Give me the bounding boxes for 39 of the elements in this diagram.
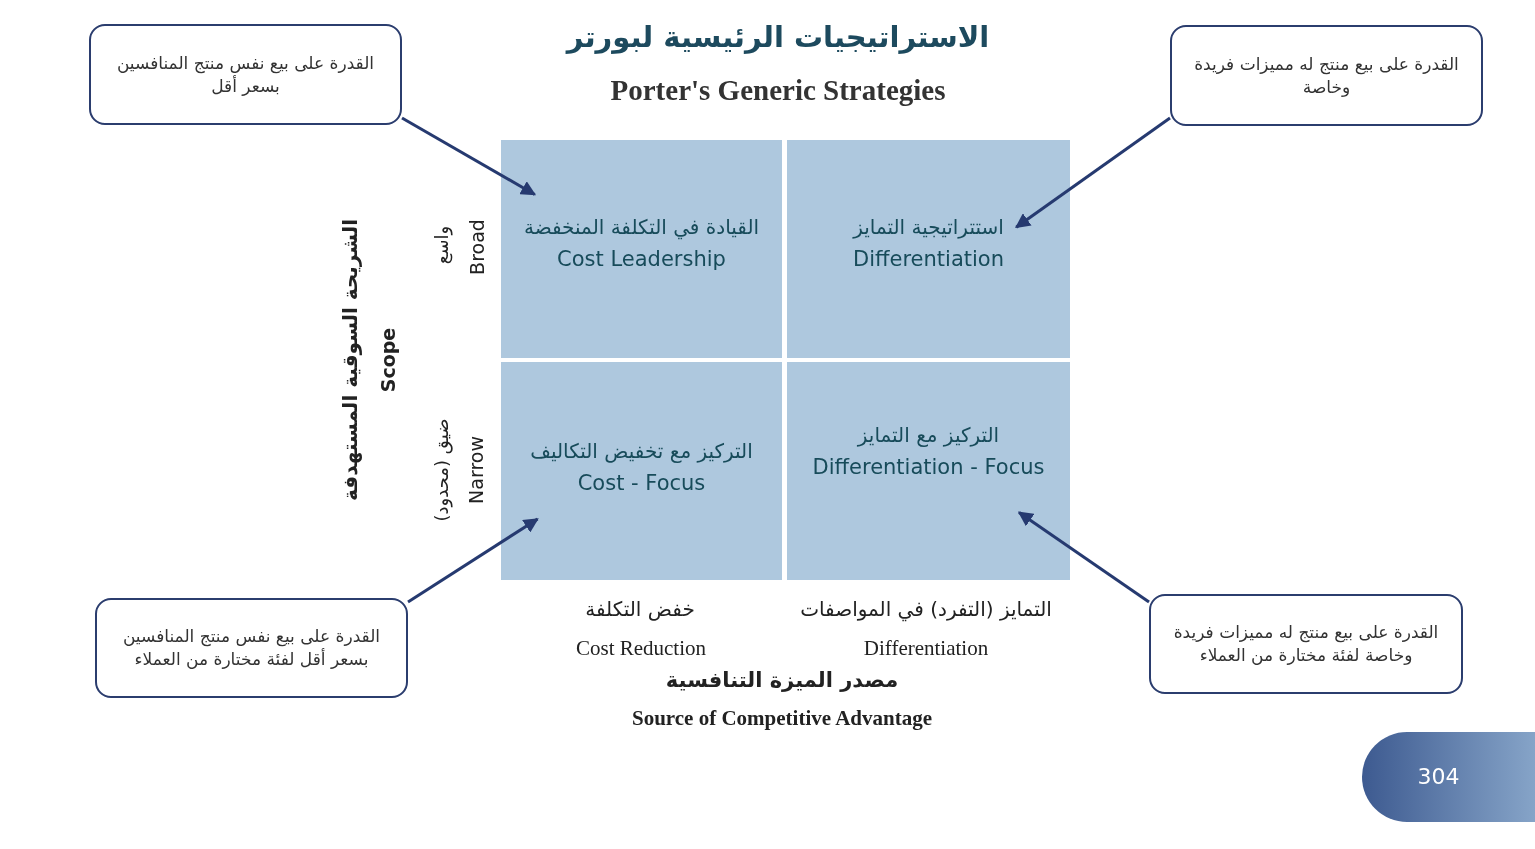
strategy-name-arabic: التركيز مع تخفيض التكاليف xyxy=(530,438,753,465)
axis-label: خفض التكلفة xyxy=(585,597,695,621)
axis-label: واسع xyxy=(430,225,452,265)
strategy-quadrant xyxy=(787,362,1070,580)
axis-title: Scope xyxy=(377,327,399,393)
strategy-name-arabic: القيادة في التكلفة المنخفضة xyxy=(523,214,760,242)
subtitle: Porter's Generic Strategies xyxy=(610,73,946,107)
callout-text: القدرة على بيع منتج له مميزات فريدة وخاصة xyxy=(1193,52,1460,99)
arrow xyxy=(401,116,536,196)
strategy-quadrant xyxy=(501,362,782,580)
axis-label: ضيق (محدود) xyxy=(430,418,452,522)
strategy-name-arabic: التركيز مع التمايز xyxy=(857,422,1000,449)
callout-text: القدرة على بيع نفس منتج المنافسين بسعر أقل xyxy=(115,51,376,98)
axis-label: Differentiation xyxy=(863,635,989,661)
axis-title: مصدر الميزة التنافسية xyxy=(665,668,899,692)
axis-label: Cost Reduction xyxy=(575,635,707,661)
axis-label: Broad xyxy=(466,219,488,275)
callout-box xyxy=(1149,594,1463,694)
arrow xyxy=(407,517,539,604)
page-number: 304 xyxy=(1362,732,1535,822)
callout-text: القدرة على بيع منتج له مميزات فريدة وخاصة لفئة مختارة من العملاء xyxy=(1172,621,1440,667)
arrow xyxy=(1015,116,1171,229)
callout-box xyxy=(89,24,402,125)
title: الاستراتيجيات الرئيسية لبورتر xyxy=(566,20,990,54)
strategy-quadrant xyxy=(501,140,782,358)
axis-label: Narrow xyxy=(465,436,487,504)
strategy-name-arabic: استتراتيجية التمايز xyxy=(853,214,1004,241)
strategy-name-english: Differentiation xyxy=(853,246,1004,273)
callout-box xyxy=(1170,25,1483,126)
callout-text: القدرة على بيع نفس منتج المنافسين بسعر أقل لفئة مختارة من العملاء xyxy=(121,625,382,671)
callout-box xyxy=(95,598,408,698)
arrow xyxy=(1017,511,1150,604)
strategy-name-english: Cost Leadership xyxy=(557,246,726,273)
axis-title: الشريحة السوقية المستهدفة xyxy=(338,218,362,502)
strategy-name-english: Cost - Focus xyxy=(577,470,706,497)
axis-title: Source of Competitive Advantage xyxy=(632,705,932,731)
strategy-quadrant xyxy=(787,140,1070,358)
strategy-name-english: Differentiation - Focus xyxy=(812,454,1045,481)
axis-label: التمايز (التفرد) في المواصفات xyxy=(800,597,1052,621)
